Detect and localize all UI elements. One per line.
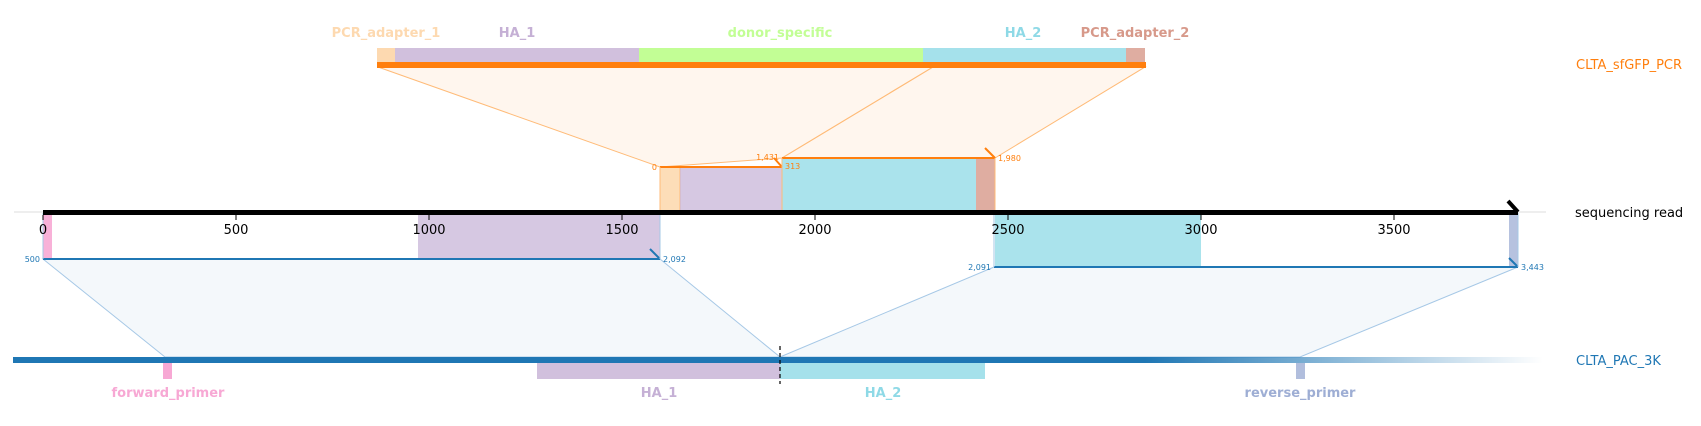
top-alignment-a-arrow xyxy=(773,157,783,168)
top-feature-donor-specific-bar[interactable] xyxy=(639,48,923,64)
axis-tick-label-3000: 3000 xyxy=(1184,223,1217,238)
bottom-feature-label-reverse-primer: reverse_primer xyxy=(1245,386,1357,401)
sequencing-read-arrow xyxy=(1506,199,1520,214)
top-track: PCR_adapter_1 HA_1 donor_specific HA_2 P… xyxy=(332,26,1682,73)
read-block-bottom-ha-1[interactable] xyxy=(418,213,660,259)
top-feature-pcr-adapter-2-bar[interactable] xyxy=(1126,48,1145,64)
top-alignment-b-arrow xyxy=(984,147,996,159)
top-alignment-b-start: 313 xyxy=(785,162,800,171)
bottom-alignment-a-arrow xyxy=(649,248,661,260)
top-feature-ha-2-bar[interactable] xyxy=(923,48,1126,64)
read-block-ha-2[interactable] xyxy=(782,158,976,212)
read-block-forward-primer[interactable] xyxy=(43,213,52,259)
axis-tick-label-2500: 2500 xyxy=(991,223,1024,238)
bottom-alignment-b-end: 3,443 xyxy=(1521,263,1544,272)
top-track-label: CLTA_sfGFP_PCR xyxy=(1576,58,1682,73)
bottom-alignment-a-start: 500 xyxy=(25,255,40,264)
top-feature-label-pcr-adapter-2: PCR_adapter_2 xyxy=(1081,26,1190,41)
read-mapped-blocks xyxy=(43,158,1518,267)
bottom-alignment-a-end: 2,092 xyxy=(663,255,686,264)
bottom-track: forward_primer HA_1 HA_2 reverse_primer … xyxy=(13,346,1661,401)
bottom-track-backbone[interactable] xyxy=(13,357,1543,363)
sequencing-read-backbone[interactable] xyxy=(43,210,1518,215)
top-feature-label-pcr-adapter-1: PCR_adapter_1 xyxy=(332,26,441,41)
sequencing-read-track: sequencing read xyxy=(14,199,1683,221)
top-feature-label-ha-2: HA_2 xyxy=(1005,26,1042,41)
read-block-pcr-adapter-2[interactable] xyxy=(976,158,995,212)
read-block-bottom-ha-2[interactable] xyxy=(995,213,1201,267)
axis-tick-label-1500: 1500 xyxy=(605,223,638,238)
bottom-track-label: CLTA_PAC_3K xyxy=(1576,354,1661,369)
axis-tick-label-2000: 2000 xyxy=(798,223,831,238)
bottom-feature-forward-primer-bar[interactable] xyxy=(163,363,172,379)
alignment-coordinate-labels: 0 1,431 313 1,980 500 2,092 2,091 3,443 xyxy=(25,153,1544,272)
bottom-feature-label-forward-primer: forward_primer xyxy=(112,386,226,401)
top-feature-label-donor-specific: donor_specific xyxy=(728,26,833,41)
top-alignment-a-end: 1,431 xyxy=(756,153,779,162)
alignment-ranges xyxy=(42,147,1519,268)
axis-ticks: 0 500 1000 1500 2000 2500 3000 3500 xyxy=(39,215,1411,238)
read-block-ha-1[interactable] xyxy=(680,167,782,212)
top-feature-ha-1-bar[interactable] xyxy=(395,48,639,64)
bottom-feature-label-ha-1: HA_1 xyxy=(641,386,678,401)
top-feature-label-ha-1: HA_1 xyxy=(499,26,536,41)
top-alignment-a-start: 0 xyxy=(652,163,657,172)
bottom-alignment-b-connector xyxy=(779,266,1519,358)
axis-tick-label-1000: 1000 xyxy=(412,223,445,238)
axis-tick-label-0: 0 xyxy=(39,223,47,238)
top-feature-pcr-adapter-1-bar[interactable] xyxy=(377,48,395,64)
read-block-pcr-adapter-1[interactable] xyxy=(659,166,681,213)
bottom-feature-ha-1-bar[interactable] xyxy=(537,363,780,379)
bottom-feature-ha-2-bar[interactable] xyxy=(780,363,985,379)
axis-tick-label-3500: 3500 xyxy=(1377,223,1410,238)
bottom-alignment-a-connector xyxy=(41,258,782,358)
bottom-feature-label-ha-2: HA_2 xyxy=(865,386,902,401)
bottom-feature-reverse-primer-bar[interactable] xyxy=(1296,363,1305,379)
top-alignment-b-end: 1,980 xyxy=(998,154,1021,163)
middle-track-label: sequencing read xyxy=(1575,206,1683,221)
top-track-backbone[interactable] xyxy=(377,62,1146,68)
axis-tick-label-500: 500 xyxy=(224,223,249,238)
bottom-alignment-b-arrow xyxy=(1508,257,1519,268)
bottom-alignment-b-start: 2,091 xyxy=(968,263,991,272)
read-block-reverse-primer[interactable] xyxy=(1509,213,1518,267)
